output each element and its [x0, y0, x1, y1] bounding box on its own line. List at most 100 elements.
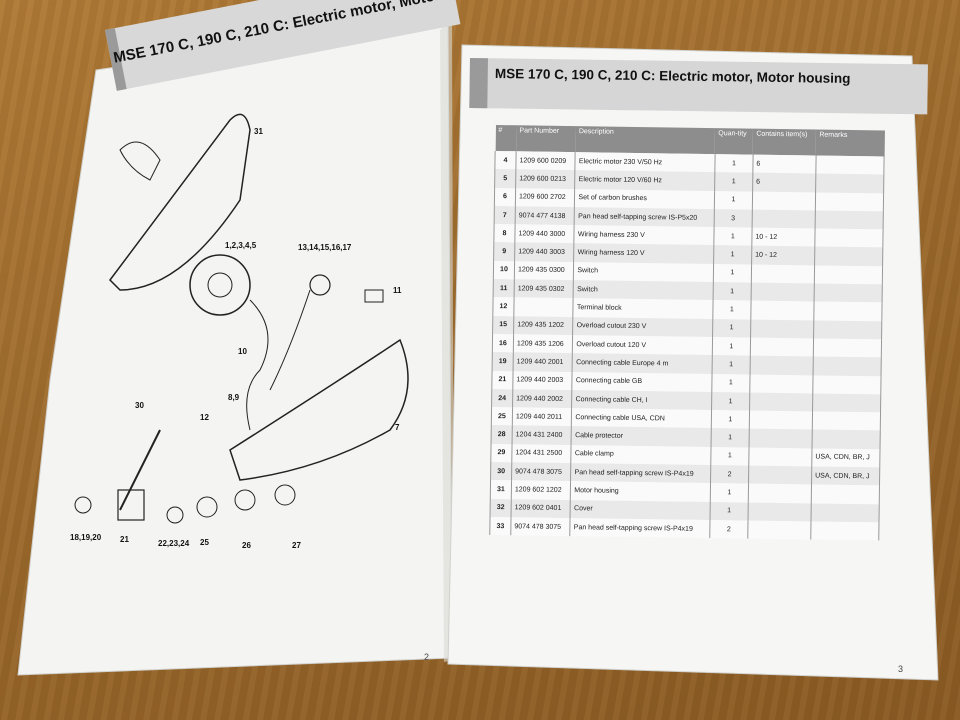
cell-remarks [813, 356, 882, 376]
col-header-remarks: Remarks [816, 129, 885, 157]
label-12: 12 [200, 413, 209, 422]
cell-description: Wiring harness 230 V [574, 225, 714, 246]
cell-quantity: 1 [710, 483, 749, 503]
cell-quantity: 3 [713, 208, 753, 228]
cell-description: Overload cutout 120 V [572, 335, 713, 356]
cell-description: Pan head self-tapping screw IS-P4x19 [570, 518, 710, 539]
cell-contains [751, 264, 815, 284]
cell-part-number: 1209 600 2702 [515, 187, 576, 208]
cell-part-number: 9074 478 3075 [511, 462, 572, 482]
cell-item-number: 4 [494, 151, 517, 170]
cell-contains [752, 209, 816, 229]
cell-quantity: 1 [712, 282, 752, 301]
col-header-description: Description [575, 126, 716, 155]
cell-item-number: 19 [492, 352, 514, 371]
right-page-number: 3 [898, 664, 904, 674]
cell-remarks [812, 393, 881, 413]
cell-quantity: 1 [713, 227, 753, 247]
cell-contains [749, 374, 814, 394]
cell-part-number: 1209 435 1206 [513, 334, 573, 354]
cell-contains: 10 - 12 [751, 227, 816, 247]
cell-quantity: 1 [712, 318, 751, 338]
cell-item-number: 10 [493, 260, 515, 280]
cell-quantity: 1 [714, 172, 753, 192]
cell-quantity: 1 [713, 263, 752, 283]
cell-part-number: 9074 477 4138 [515, 206, 575, 226]
cell-remarks [814, 265, 883, 285]
cell-remarks [813, 301, 883, 322]
cell-description: Cover [570, 499, 711, 520]
cell-remarks [810, 503, 880, 523]
cell-contains [752, 191, 816, 211]
cell-part-number: 9074 478 3075 [510, 517, 571, 537]
col-header-contains: Contains item(s) [753, 128, 817, 156]
cell-quantity: 1 [714, 154, 754, 173]
cell-remarks [815, 192, 884, 212]
cell-remarks [812, 375, 882, 395]
cell-quantity: 1 [714, 190, 753, 210]
cell-description: Set of carbon brushes [574, 188, 715, 209]
cell-remarks [814, 228, 884, 248]
cell-contains [750, 355, 814, 376]
cell-part-number: 1209 440 2001 [513, 352, 573, 372]
cell-item-number: 12 [492, 297, 515, 316]
cell-remarks [812, 429, 881, 450]
cell-part-number: 1209 440 3003 [514, 242, 575, 262]
cell-contains [750, 300, 815, 321]
cell-contains [748, 447, 813, 467]
cell-quantity: 1 [712, 337, 751, 356]
cell-quantity: 1 [711, 391, 750, 411]
cell-contains [747, 520, 811, 540]
label-21: 21 [120, 535, 129, 544]
cell-item-number: 16 [492, 333, 514, 353]
cell-item-number: 30 [490, 462, 512, 481]
cell-remarks [815, 155, 885, 175]
cell-item-number: 24 [491, 388, 513, 408]
cell-description: Electric motor 230 V/50 Hz [575, 152, 716, 173]
cell-remarks [815, 173, 884, 194]
left-page-number: 2 [424, 652, 430, 662]
cell-part-number: 1209 602 0401 [511, 498, 571, 519]
cell-quantity: 1 [711, 373, 751, 393]
cell-quantity: 1 [711, 410, 750, 430]
cell-item-number: 5 [494, 169, 516, 188]
cell-description: Cable clamp [571, 444, 711, 466]
cell-remarks [814, 246, 883, 267]
cell-part-number: 1209 440 2011 [512, 407, 572, 427]
cell-item-number: 21 [491, 370, 514, 390]
cell-item-number: 11 [493, 279, 515, 298]
cell-description: Switch [573, 261, 714, 283]
cell-description: Pan head self-tapping screw IS-P4x19 [570, 463, 711, 484]
cell-item-number: 7 [494, 205, 516, 225]
label-18-20: 18,19,20 [70, 533, 102, 542]
cell-item-number: 28 [491, 425, 513, 445]
cell-part-number: 1209 602 1202 [511, 480, 571, 500]
cell-item-number: 8 [493, 224, 516, 243]
cell-part-number [513, 297, 574, 317]
cell-description: Terminal block [573, 298, 713, 319]
label-25: 25 [200, 538, 209, 547]
cell-description: Connecting cable Europe 4 m [572, 353, 713, 374]
cell-remarks: USA, CDN, BR, J [811, 466, 880, 486]
cell-item-number: 33 [489, 516, 512, 536]
cell-contains: 10 - 12 [751, 246, 815, 266]
label-1-5: 1,2,3,4,5 [225, 241, 257, 250]
col-header-quantity: Quan-tity [715, 128, 754, 155]
cell-description: Pan head self-tapping screw IS-P5x20 [574, 207, 715, 228]
cell-remarks: USA, CDN, BR, J [811, 448, 881, 468]
cell-item-number: 25 [491, 407, 513, 426]
label-22-24: 22,23,24 [158, 539, 190, 548]
cell-contains [751, 282, 815, 302]
label-8-9: 8,9 [228, 393, 240, 402]
cell-part-number: 1209 440 2003 [512, 370, 573, 390]
cell-contains [748, 483, 812, 504]
cell-part-number: 1209 435 0300 [514, 261, 575, 281]
cell-quantity: 1 [710, 428, 750, 448]
cell-contains [750, 319, 814, 339]
cell-contains: 6 [752, 154, 817, 174]
label-11: 11 [393, 286, 402, 295]
cell-item-number: 31 [490, 480, 512, 499]
cell-item-number: 29 [490, 443, 513, 463]
cell-contains [749, 392, 813, 412]
